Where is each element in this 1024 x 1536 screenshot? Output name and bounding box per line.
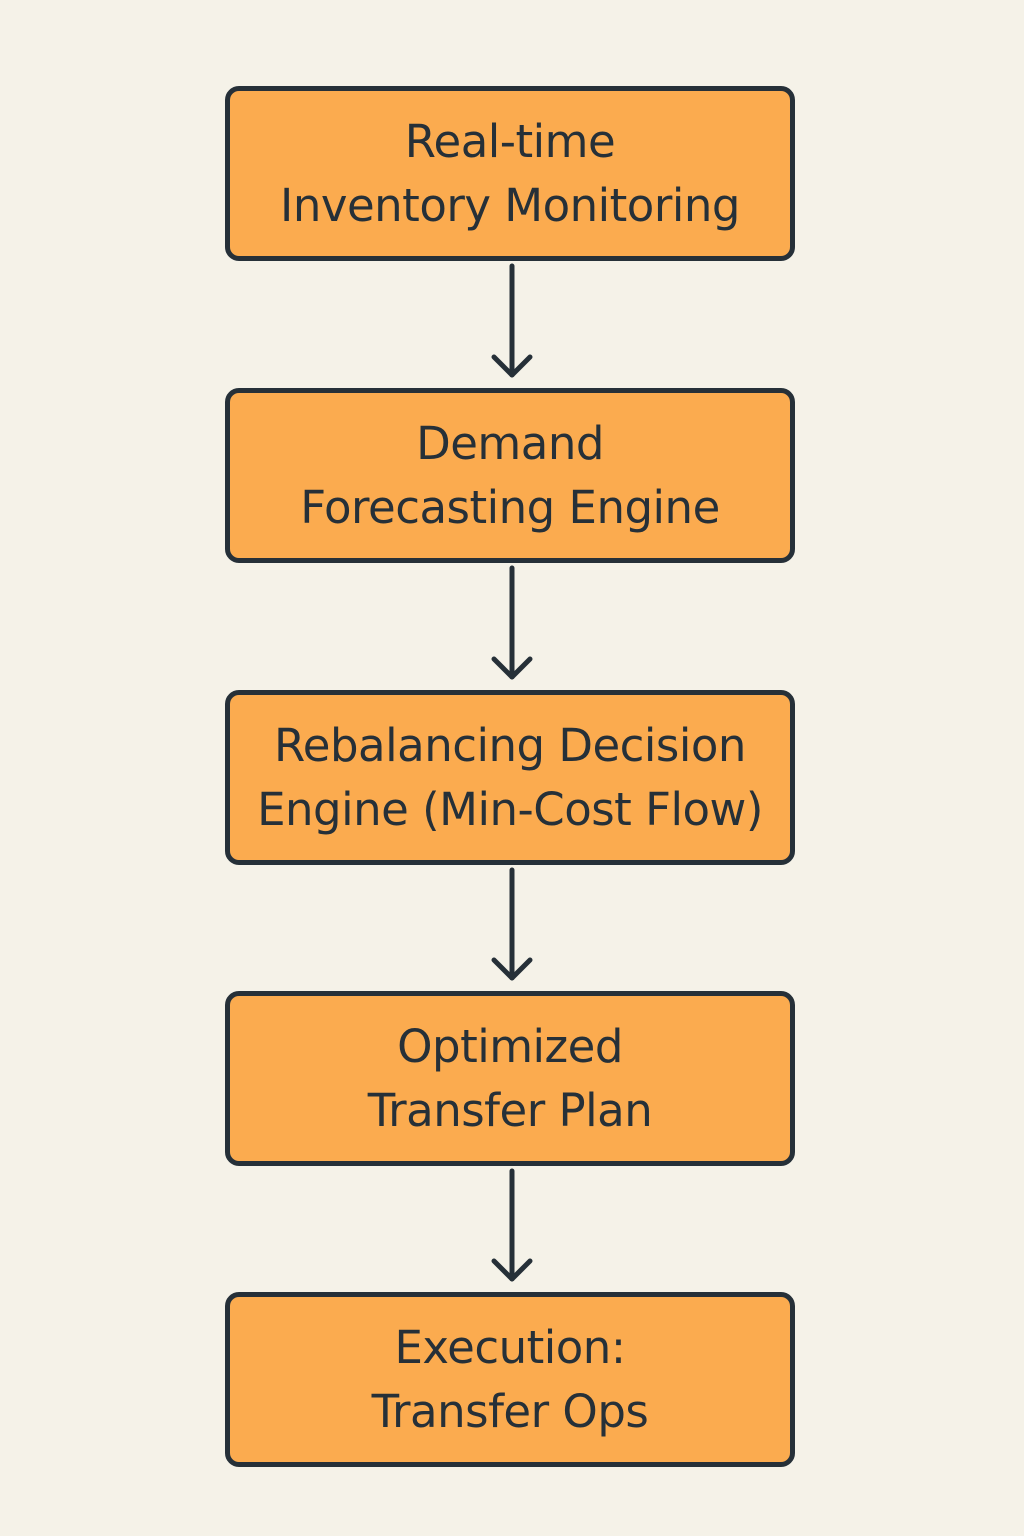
step-label-line: Rebalancing Decision (274, 718, 746, 772)
step-optimized-transfer-plan: Optimized Transfer Plan (225, 991, 795, 1166)
arrow-2-to-3 (491, 565, 533, 680)
step-label-line: Forecasting Engine (300, 480, 720, 534)
step-label-line: Engine (Min-Cost Flow) (257, 782, 763, 836)
step-label-line: Transfer Plan (367, 1083, 653, 1137)
step-label-line: Inventory Monitoring (280, 178, 740, 232)
step-label-line: Real-time (404, 114, 616, 168)
step-label-line: Execution: (394, 1320, 627, 1374)
arrow-4-to-5 (491, 1168, 533, 1282)
step-label-line: Transfer Ops (371, 1384, 649, 1438)
step-label-line: Demand (416, 416, 604, 470)
step-demand-forecasting: Demand Forecasting Engine (225, 388, 795, 563)
step-execution-transfer-ops: Execution: Transfer Ops (225, 1292, 795, 1467)
arrow-3-to-4 (491, 867, 533, 981)
arrow-1-to-2 (491, 263, 533, 378)
step-rebalancing-decision: Rebalancing Decision Engine (Min-Cost Fl… (225, 690, 795, 865)
step-inventory-monitoring: Real-time Inventory Monitoring (225, 86, 795, 261)
step-label-line: Optimized (397, 1019, 623, 1073)
